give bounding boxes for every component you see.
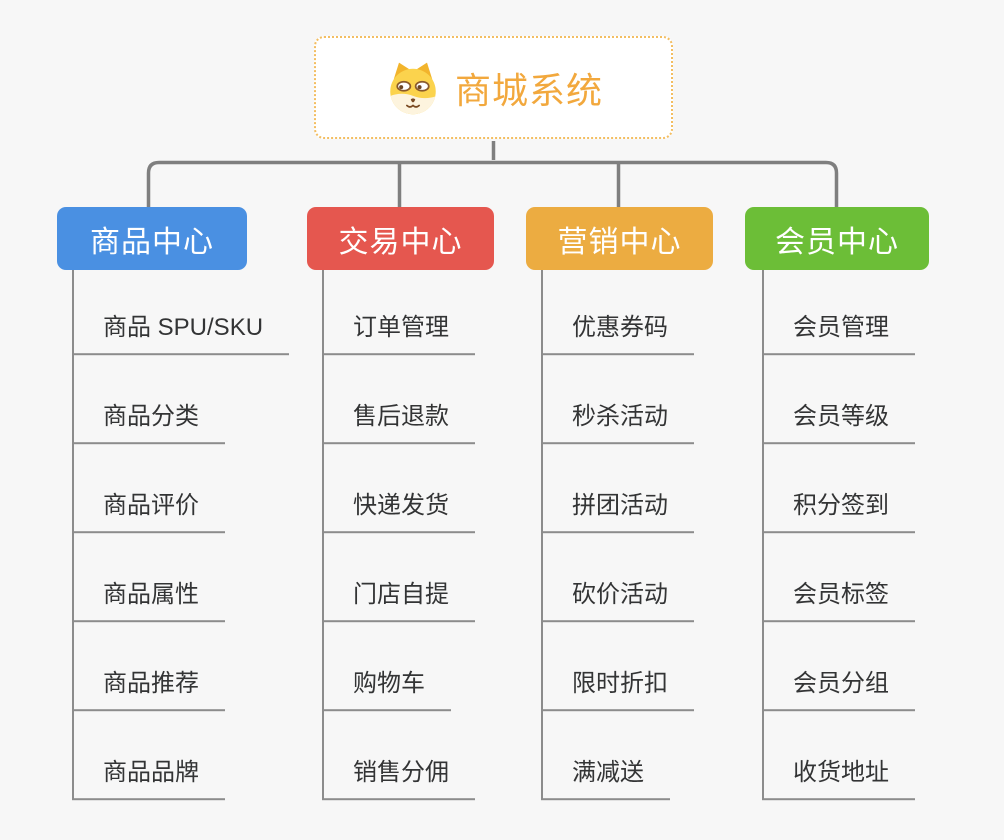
leaf-node[interactable]: 门店自提 <box>322 581 475 622</box>
leaf-node[interactable]: 优惠券码 <box>541 314 694 355</box>
branch-header-marketing-center[interactable]: 营销中心 <box>526 207 713 270</box>
leaf-node[interactable]: 限时折扣 <box>541 670 694 711</box>
leaf-node[interactable]: 会员等级 <box>762 403 915 444</box>
branch-header-trade-center[interactable]: 交易中心 <box>307 207 494 270</box>
leaf-node[interactable]: 收货地址 <box>762 759 915 800</box>
leaf-node[interactable]: 售后退款 <box>322 403 475 444</box>
leaf-node[interactable]: 满减送 <box>541 759 670 800</box>
leaf-node[interactable]: 商品 SPU/SKU <box>72 314 290 355</box>
leaf-node[interactable]: 会员管理 <box>762 314 915 355</box>
leaf-node[interactable]: 商品分类 <box>72 403 225 444</box>
leaf-node[interactable]: 订单管理 <box>322 314 475 355</box>
leaf-node[interactable]: 商品属性 <box>72 581 225 622</box>
branch-header-product-center[interactable]: 商品中心 <box>57 207 247 270</box>
leaf-node[interactable]: 会员分组 <box>762 670 915 711</box>
branch-spine <box>322 270 324 800</box>
leaf-node[interactable]: 快递发货 <box>322 492 475 533</box>
leaf-node[interactable]: 砍价活动 <box>541 581 694 622</box>
leaf-node[interactable]: 商品推荐 <box>72 670 225 711</box>
branch-spine <box>762 270 764 800</box>
leaf-node[interactable]: 销售分佣 <box>322 759 475 800</box>
branch-spine <box>72 270 74 800</box>
root-title: 商城系统 <box>454 69 603 111</box>
root-node[interactable]: 商城系统 <box>314 36 673 139</box>
branch-spine <box>541 270 543 800</box>
leaf-node[interactable]: 商品评价 <box>72 492 225 533</box>
leaf-node[interactable]: 会员标签 <box>762 581 915 622</box>
leaf-node[interactable]: 秒杀活动 <box>541 403 694 444</box>
leaf-node[interactable]: 商品品牌 <box>72 759 225 800</box>
leaf-node[interactable]: 积分签到 <box>762 492 915 533</box>
dog-face-icon <box>384 60 442 116</box>
leaf-node[interactable]: 拼团活动 <box>541 492 694 533</box>
leaf-node[interactable]: 购物车 <box>322 670 451 711</box>
branch-header-member-center[interactable]: 会员中心 <box>745 207 929 270</box>
